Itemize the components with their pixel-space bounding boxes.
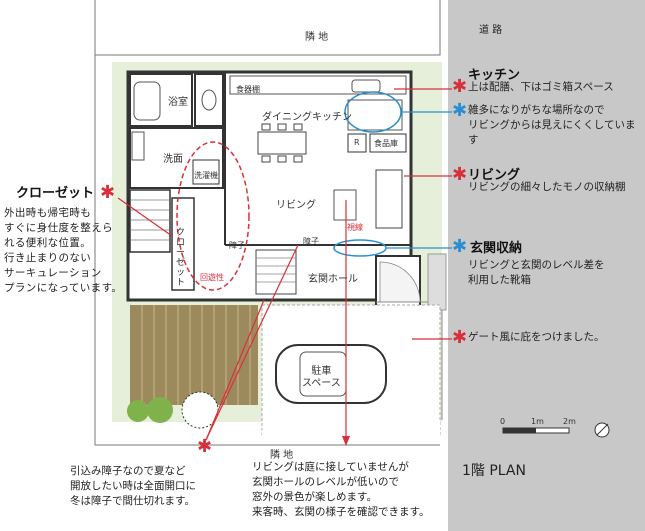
kitchen-sink xyxy=(351,79,381,93)
coffee-table xyxy=(333,189,357,221)
shrub-2 xyxy=(147,397,173,423)
shoji-star-icon: ✱ xyxy=(197,436,213,457)
closet-title: クローゼット xyxy=(16,186,95,201)
sink-counter xyxy=(131,131,145,161)
kitchen-island xyxy=(347,99,403,131)
kitchen-title: キッチン xyxy=(468,68,521,83)
wood-deck xyxy=(130,305,258,405)
plan-label: 1階 PLAN xyxy=(462,463,526,479)
bottom-lot-edge xyxy=(262,420,440,440)
storage-text: リビングと玄関のレベル差を 利用した靴箱 xyxy=(468,259,605,286)
kitchen-text: 上は配膳、下はゴミ箱スペース xyxy=(468,81,614,93)
scale-bar xyxy=(502,427,570,434)
garden-note-text: リビングは庭に接していませんが 玄関ホールのレベルが低いので 窓外の景色が楽しめ… xyxy=(252,461,430,518)
neighbor-top-label: 隣 地 xyxy=(305,32,329,43)
shoji-label-1: 障子 xyxy=(229,241,245,250)
closet-text: 外出時も帰宅時も すぐに身仕度を整えら れる便利な位置。 行き止まりのない サー… xyxy=(4,207,123,294)
shoji-label-2: 障子 xyxy=(303,237,319,246)
circulation-label: 回遊性 xyxy=(200,273,224,282)
bathtub xyxy=(133,81,161,121)
entrance-steps xyxy=(255,249,297,295)
entrance-hall-label: 玄関ホール xyxy=(308,274,358,285)
gate-text: ゲート風に庇をつけました。 xyxy=(468,331,605,343)
pantry-box xyxy=(369,133,407,153)
living-star-icon: ✱ xyxy=(452,164,468,185)
entrance-door-swing xyxy=(379,261,421,303)
bath-label: 浴室 xyxy=(168,97,188,108)
shrub-1 xyxy=(127,400,149,422)
toilet-bowl xyxy=(201,89,217,111)
washroom-label: 洗面 xyxy=(163,154,183,165)
scale-label-2m: 2m xyxy=(563,417,576,426)
scale-label-1m: 1m xyxy=(531,417,544,426)
closet-vertical-label: クローゼット xyxy=(176,228,186,288)
deck-boards xyxy=(141,305,251,405)
washroom-room xyxy=(129,127,224,189)
dining-chairs xyxy=(261,123,303,163)
scale-label-0: 0 xyxy=(500,417,506,426)
storage-star-icon: ✱ xyxy=(452,236,468,257)
neighbor-boundary-top xyxy=(94,0,441,56)
sightline-label: 視線 xyxy=(347,223,363,232)
fridge-box xyxy=(347,133,367,153)
kitchen-note-star-icon: ✱ xyxy=(452,100,468,121)
circulation-loop xyxy=(176,141,250,291)
neighbor-boundary-bottom xyxy=(94,55,440,446)
storage-title: 玄関収納 xyxy=(470,241,523,256)
kitchen-star-icon: ✱ xyxy=(452,76,468,97)
kitchen-note-text: 雑多になりがちな場所なので リビングからは見えにくくしています xyxy=(468,104,636,146)
gate-star-icon: ✱ xyxy=(452,327,468,348)
red-leader-lines xyxy=(117,88,452,441)
living-label: リビング xyxy=(276,200,316,211)
dining-kitchen-label: ダイニングキッチン xyxy=(262,112,352,123)
shoji-note-text: 引込み障子なので夏など 開放したい時は全面開口に 冬は障子で間仕切れます。 xyxy=(70,465,196,507)
fridge-label: R xyxy=(354,138,360,147)
living-title: リビング xyxy=(468,168,521,183)
blue-leader-lines xyxy=(386,111,452,249)
dining-table xyxy=(257,131,307,155)
sofa xyxy=(375,169,403,229)
road-label: 道 路 xyxy=(479,25,503,36)
living-text: リビングの細々したモノの収納棚 xyxy=(468,181,626,193)
laundry-box xyxy=(192,159,220,185)
neighbor-bottom-label: 隣 地 xyxy=(270,450,294,461)
parking-label: 駐車 スペース xyxy=(302,366,341,389)
pantry-label: 食品庫 xyxy=(374,139,398,148)
road-area xyxy=(448,0,645,531)
laundry-label: 洗濯機 xyxy=(194,171,218,180)
gate-roof xyxy=(427,253,447,311)
arrow-down xyxy=(342,436,350,446)
closet-star-icon: ✱ xyxy=(100,182,116,203)
cupboard-label: 食器棚 xyxy=(236,85,260,94)
